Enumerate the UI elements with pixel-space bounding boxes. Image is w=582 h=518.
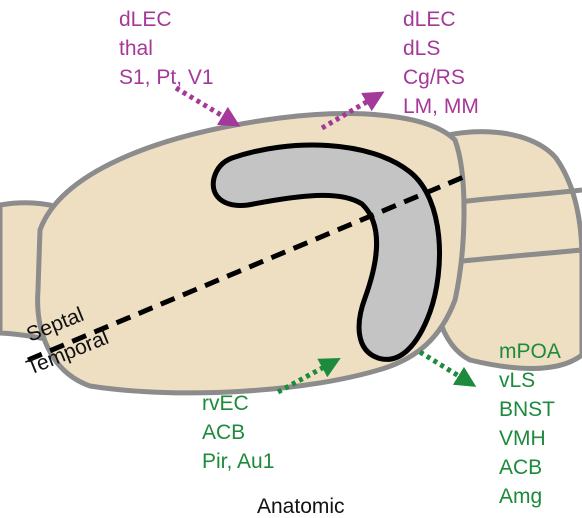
output-label-top: dLS — [403, 37, 440, 60]
output-label-bottom: BNST — [499, 398, 555, 421]
input-label-bottom: rvEC — [202, 392, 249, 415]
purple-input-arrow — [176, 88, 226, 118]
output-label-top: LM, MM — [403, 95, 479, 118]
output-label-bottom: Amg — [499, 485, 542, 508]
output-label-bottom: mPOA — [499, 340, 561, 363]
input-label-top: S1, Pt, V1 — [119, 66, 214, 89]
output-label-top: dLEC — [403, 8, 456, 31]
input-label-top: thal — [119, 37, 153, 60]
input-label-bottom: Pir, Au1 — [202, 450, 274, 473]
output-label-bottom: vLS — [499, 369, 535, 392]
input-label-top: dLEC — [119, 8, 172, 31]
output-label-bottom: VMH — [499, 427, 546, 450]
output-label-top: Cg/RS — [403, 66, 465, 89]
green-output-arrow — [420, 352, 462, 378]
input-label-bottom: ACB — [202, 421, 245, 444]
output-label-bottom: ACB — [499, 456, 542, 479]
caption: Anatomic — [257, 495, 345, 518]
